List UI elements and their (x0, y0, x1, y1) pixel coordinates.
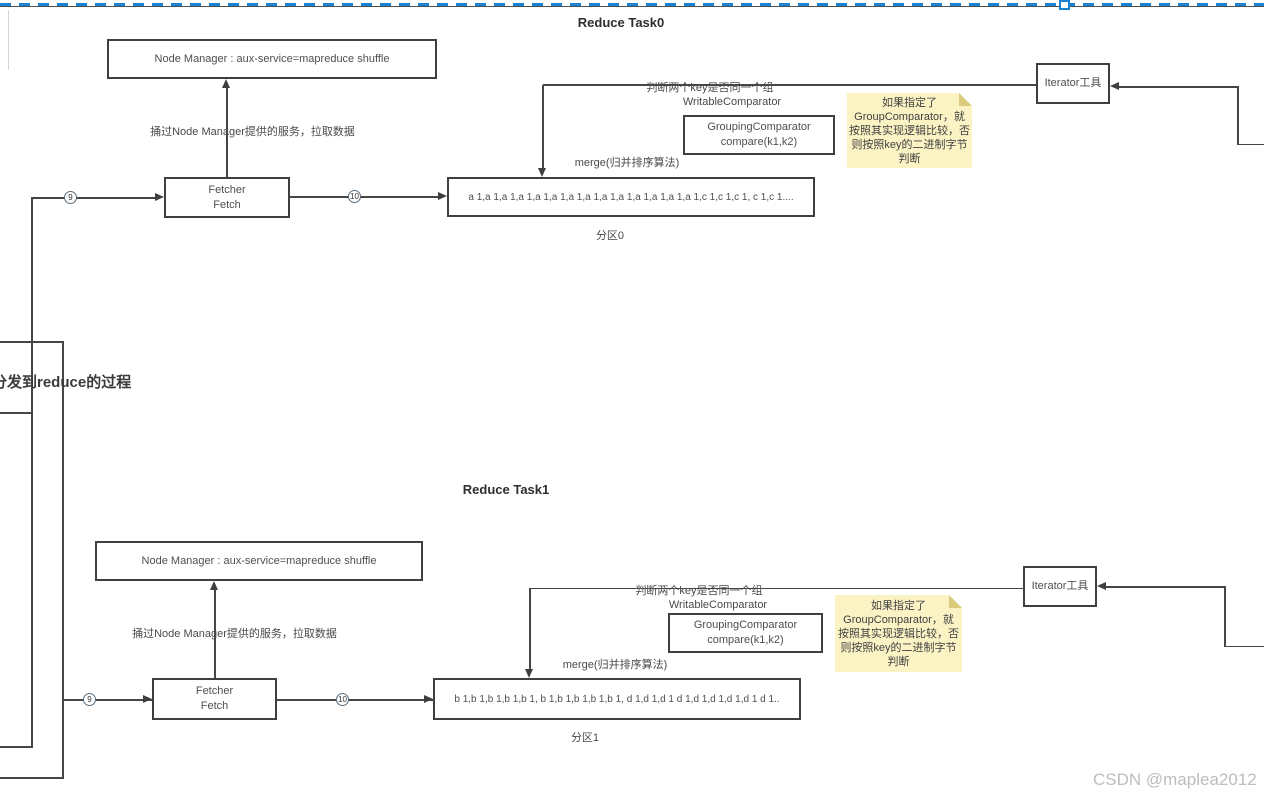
task1-step-in-line (64, 699, 152, 701)
canvas-top-edge (0, 5, 1264, 7)
arrowhead-right-icon (438, 192, 447, 200)
left-connector-v1 (31, 197, 33, 748)
task1-compare-connector-v (529, 588, 531, 669)
task0-node-manager-box[interactable]: Node Manager : aux-service=mapreduce shu… (107, 39, 437, 79)
task0-iterator-connector-h2 (1238, 143, 1264, 145)
note-line: 则按照key的二进制字节 (840, 641, 957, 654)
task0-writable-comparator-label: WritableComparator (682, 96, 782, 108)
note-fold-corner-icon (959, 93, 972, 106)
task0-fetcher-line2: Fetch (213, 198, 241, 211)
arrowhead-left-icon (1110, 82, 1119, 90)
task0-step-out-badge: 10 (348, 190, 361, 203)
task1-step-in-badge: 9 (83, 693, 96, 706)
task0-iterator-connector-h (1119, 86, 1238, 88)
task0-fetcher-box[interactable]: Fetcher Fetch (164, 177, 290, 218)
note-line: 判断 (898, 152, 921, 165)
left-connector-h1 (0, 746, 33, 748)
note-line: 如果指定了 (871, 599, 926, 612)
task1-iterator-connector-h2 (1225, 645, 1264, 647)
task1-grouping-comparator-line1: GroupingComparator (693, 619, 798, 631)
note-line: 判断 (887, 655, 910, 668)
task1-fetcher-box[interactable]: Fetcher Fetch (152, 678, 277, 720)
task1-merge-label: merge(归并排序算法) (562, 659, 668, 671)
task0-compare-connector-h (543, 84, 1036, 86)
left-box-bottom-edge (0, 777, 64, 779)
note-line: 按照其实现逻辑比较，否 (838, 627, 959, 640)
task1-iterator-box[interactable]: Iterator工具 (1023, 566, 1097, 607)
selection-dashed-border (0, 3, 1264, 6)
task1-partition-label: 分区1 (570, 732, 600, 744)
task1-partition-data-box[interactable]: b 1,b 1,b 1,b 1,b 1, b 1,b 1,b 1,b 1,b 1… (433, 678, 801, 720)
task1-node-manager-label: Node Manager : aux-service=mapreduce shu… (141, 554, 377, 567)
arrowhead-left-icon (1097, 582, 1106, 590)
task0-compare-connector-v (542, 85, 544, 169)
note-line: 则按照key的二进制字节 (851, 138, 968, 151)
task1-step-out-line (277, 699, 433, 701)
arrowhead-right-icon (424, 695, 433, 703)
task1-step-out-badge: 10 (336, 693, 349, 706)
task0-grouping-comparator-line2: compare(k1,k2) (720, 136, 798, 148)
arrowhead-up-icon (210, 581, 218, 590)
left-inner-box-edge (0, 412, 32, 414)
task1-writable-comparator-label: WritableComparator (668, 599, 768, 611)
task0-title: Reduce Task0 (577, 15, 665, 30)
task0-compare-question: 判断两个key是否同一个组 (646, 82, 774, 94)
left-box-right-edge (62, 341, 64, 779)
task1-compare-question: 判断两个key是否同一个组 (635, 585, 763, 597)
arrowhead-up-icon (222, 79, 230, 88)
arrowhead-right-icon (143, 695, 152, 703)
note-fold-corner-icon (949, 595, 962, 608)
task1-iterator-connector-h (1106, 586, 1225, 588)
task0-iterator-label: Iterator工具 (1044, 77, 1102, 89)
task1-grouping-comparator-box[interactable]: GroupingComparator compare(k1,k2) (668, 613, 823, 653)
task1-fetch-service-note: 捅过Node Manager提供的服务，拉取数据 (132, 628, 337, 640)
task0-grouping-comparator-line1: GroupingComparator (707, 121, 811, 133)
page-edge-line (8, 10, 9, 70)
task1-node-manager-box[interactable]: Node Manager : aux-service=mapreduce shu… (95, 541, 423, 581)
task1-title: Reduce Task1 (462, 482, 550, 497)
csdn-watermark: CSDN @maplea2012 (1093, 770, 1257, 789)
task0-partition-label: 分区0 (595, 230, 625, 242)
arrowhead-down-icon (525, 669, 533, 678)
task0-iterator-connector-v (1237, 86, 1239, 145)
task0-fetcher-line1: Fetcher (208, 183, 246, 196)
task1-iterator-label: Iterator工具 (1031, 580, 1089, 592)
left-box-top-edge (0, 341, 64, 343)
task1-partition-data: b 1,b 1,b 1,b 1,b 1, b 1,b 1,b 1,b 1,b 1… (454, 693, 780, 705)
task1-fetch-connector (214, 589, 216, 678)
note-line: 如果指定了 (882, 96, 937, 109)
task0-step-out-line (290, 196, 439, 198)
task1-sticky-note[interactable]: 如果指定了 GroupComparator，就 按照其实现逻辑比较，否 则按照k… (835, 595, 962, 672)
note-line: GroupComparator，就 (843, 613, 954, 626)
task1-fetcher-line2: Fetch (200, 700, 229, 712)
task0-sticky-note[interactable]: 如果指定了 GroupComparator，就 按照其实现逻辑比较，否 则按照k… (847, 93, 972, 168)
task0-fetch-connector (226, 87, 228, 177)
task0-grouping-comparator-box[interactable]: GroupingComparator compare(k1,k2) (683, 115, 835, 155)
note-line: 按照其实现逻辑比较，否 (849, 124, 970, 137)
task1-iterator-connector-v (1224, 586, 1226, 647)
task0-node-manager-label: Node Manager : aux-service=mapreduce shu… (154, 52, 390, 65)
task1-compare-connector-h (530, 587, 1023, 589)
task0-merge-label: merge(归并排序算法) (574, 157, 680, 169)
task0-fetch-service-note: 捅过Node Manager提供的服务，拉取数据 (150, 126, 355, 138)
task0-iterator-box[interactable]: Iterator工具 (1036, 63, 1110, 104)
selection-handle[interactable] (1059, 0, 1070, 10)
left-process-label: 分发到reduce的过程 (0, 374, 132, 391)
task0-partition-data: a 1,a 1,a 1,a 1,a 1,a 1,a 1,a 1,a 1,a 1,… (468, 191, 794, 203)
task0-step-in-line (33, 197, 157, 199)
task0-step-in-badge: 9 (64, 191, 77, 204)
task1-grouping-comparator-line2: compare(k1,k2) (707, 634, 784, 646)
arrowhead-down-icon (538, 168, 546, 177)
arrowhead-right-icon (155, 193, 164, 201)
task1-fetcher-line1: Fetcher (195, 685, 234, 697)
task0-partition-data-box[interactable]: a 1,a 1,a 1,a 1,a 1,a 1,a 1,a 1,a 1,a 1,… (447, 177, 815, 217)
note-line: GroupComparator，就 (854, 110, 965, 123)
